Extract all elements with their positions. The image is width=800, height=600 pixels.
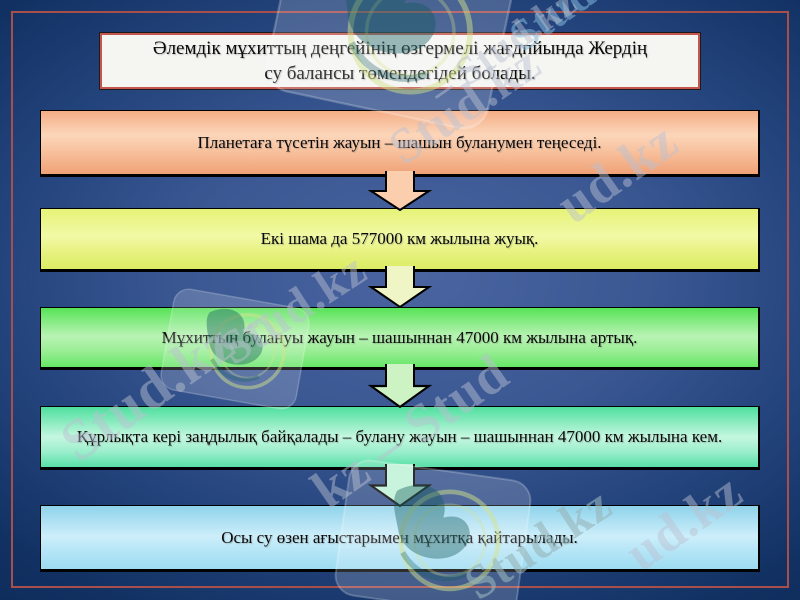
flow-step-1-text: Планетаға түсетін жауын – шашын булануме… [197, 132, 602, 152]
flow-step-2-text: Екі шама да 577000 км жылына жуық. [260, 229, 539, 248]
slide-title-box: Әлемдік мұхиттың деңгейінің өзгермелі жа… [100, 33, 700, 89]
down-arrow-4 [368, 464, 432, 507]
flow-step-3: Мұхиттың булануы жауын – шашыннан 47000 … [40, 307, 760, 370]
slide-title-line-2: су балансы төмендегідей болады. [264, 63, 536, 84]
flow-step-5-text: Осы су өзен ағыстарымен мұхитқа қайтарыл… [221, 527, 578, 547]
flow-step-3-text: Мұхиттың булануы жауын – шашыннан 47000 … [161, 327, 638, 347]
flow-step-4-text: Құрлықта кері заңдылық байқалады – булан… [76, 427, 723, 446]
down-arrow-2 [368, 266, 432, 308]
flow-step-5: Осы су өзен ағыстарымен мұхитқа қайтарыл… [40, 505, 760, 572]
flow-step-4: Құрлықта кері заңдылық байқалады – булан… [40, 406, 760, 470]
down-arrow-3 [368, 364, 432, 408]
flow-step-1: Планетаға түсетін жауын – шашын булануме… [40, 110, 760, 177]
slide-title-line-1: Әлемдік мұхиттың деңгейінің өзгермелі жа… [152, 38, 648, 59]
flow-step-2: Екі шама да 577000 км жылына жуық. [40, 208, 760, 272]
down-arrow-1 [368, 171, 432, 211]
